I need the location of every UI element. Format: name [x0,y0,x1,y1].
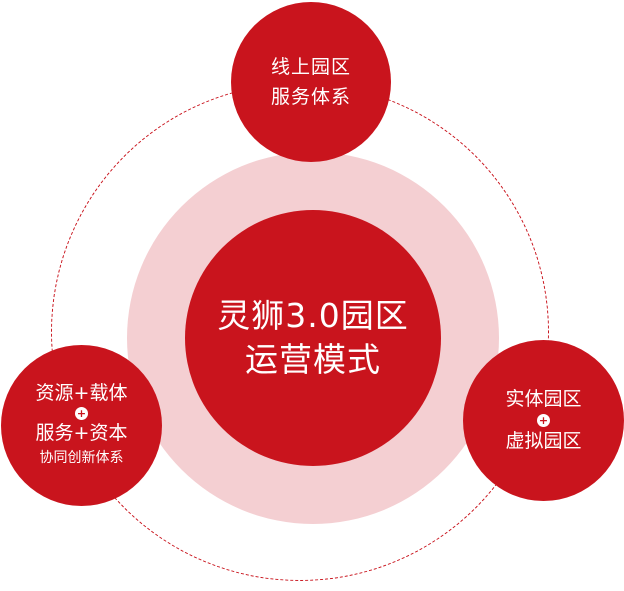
center-title-line2: 运营模式 [245,340,381,379]
plus-icon: + [75,407,88,420]
center-circle: 灵狮3.0园区 运营模式 [185,210,441,466]
node-park-line2: 虚拟园区 [505,430,582,452]
center-title-line1: 灵狮3.0园区 [217,296,409,335]
node-online-park: 线上园区 服务体系 [231,2,391,162]
node-park-line1: 实体园区 [505,388,582,410]
node-resources-services: 资源+载体 + 服务+资本 协同创新体系 [1,345,162,506]
node-resources-line1: 资源+载体 [35,382,128,404]
node-resources-line3: 协同创新体系 [39,450,124,466]
node-online-park-line2: 服务体系 [270,86,351,108]
node-resources-line2: 服务+资本 [35,422,128,444]
plus-icon: + [537,414,550,427]
node-online-park-line1: 线上园区 [270,56,351,78]
node-physical-virtual-park: 实体园区 + 虚拟园区 [463,340,624,501]
